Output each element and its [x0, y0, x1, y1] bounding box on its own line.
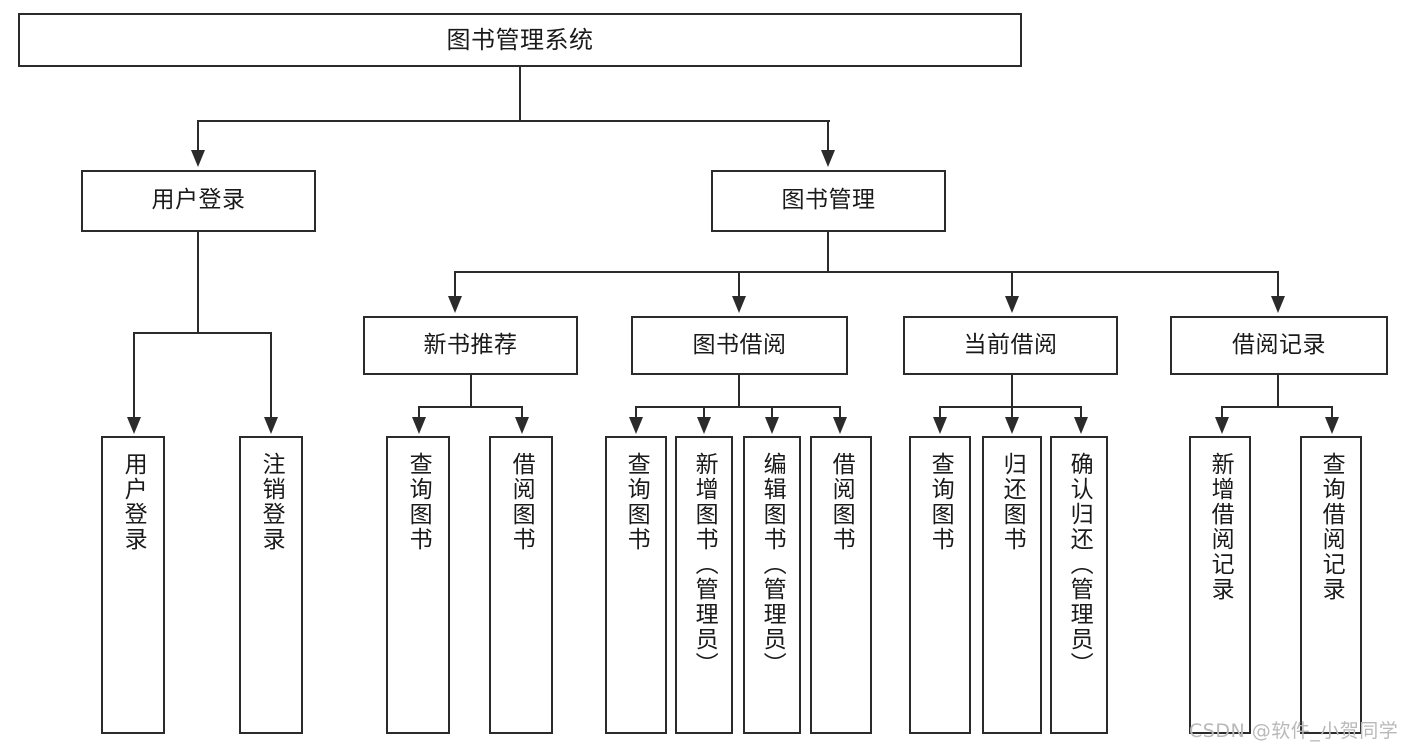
- connector-borrowing-records-stem: [1277, 375, 1279, 407]
- node-label: 查询图书: [405, 452, 432, 552]
- connector-book-management-bus: [455, 271, 1279, 273]
- arrowhead-bm-to-borrow-book: [732, 296, 746, 313]
- arrowhead-br-to-leaf-1: [1215, 417, 1229, 434]
- arrowhead-user-login-to-leaf-2: [264, 417, 278, 434]
- connector-root-stem: [519, 67, 521, 121]
- leaf-user-login[interactable]: 用户登录: [101, 436, 165, 734]
- leaf-edit-book-admin[interactable]: 编辑图书（管理员）: [743, 436, 801, 734]
- connector-bm-to-new-book: [454, 271, 456, 297]
- node-label: 查询图书: [623, 452, 650, 552]
- node-label: 当前借阅: [963, 331, 1058, 358]
- connector-cb-to-leaf-3: [1080, 406, 1082, 418]
- leaf-logout[interactable]: 注销登录: [239, 436, 303, 734]
- node-label: 借阅图书: [828, 452, 855, 552]
- arrowhead-root-to-book-management: [821, 150, 835, 167]
- arrowhead-nb-to-leaf-1: [412, 417, 426, 434]
- arrowhead-bm-to-current-borrow: [1005, 296, 1019, 313]
- node-label: 确认归还（管理员）: [1066, 452, 1093, 677]
- connector-bb-to-leaf-2: [703, 406, 705, 418]
- arrowhead-cb-to-leaf-3: [1074, 417, 1088, 434]
- connector-bb-to-leaf-3: [771, 406, 773, 418]
- leaf-confirm-return-admin[interactable]: 确认归还（管理员）: [1050, 436, 1108, 734]
- node-label: 查询图书: [927, 452, 954, 552]
- node-book-management[interactable]: 图书管理: [711, 170, 946, 232]
- connector-user-login-bus: [134, 332, 272, 334]
- leaf-add-borrowing-record[interactable]: 新增借阅记录: [1189, 436, 1251, 734]
- connector-br-to-leaf-1: [1221, 406, 1223, 418]
- node-label: 新书推荐: [423, 331, 518, 358]
- leaf-borrow-books-new-book[interactable]: 借阅图书: [489, 436, 553, 734]
- leaf-return-books[interactable]: 归还图书: [982, 436, 1042, 734]
- connector-book-borrowing-bus: [636, 406, 841, 408]
- connector-book-borrowing-stem: [738, 375, 740, 407]
- connector-nb-to-leaf-2: [521, 406, 523, 418]
- node-label: 新增借阅记录: [1207, 452, 1234, 602]
- leaf-query-books-borrowing[interactable]: 查询图书: [605, 436, 667, 734]
- connector-br-to-leaf-2: [1331, 406, 1333, 418]
- node-label: 查询借阅记录: [1318, 452, 1345, 602]
- node-borrowing-records[interactable]: 借阅记录: [1170, 316, 1388, 375]
- node-book-borrowing[interactable]: 图书借阅: [631, 316, 848, 375]
- leaf-query-borrowing-record[interactable]: 查询借阅记录: [1300, 436, 1362, 734]
- leaf-borrow-books-borrowing[interactable]: 借阅图书: [810, 436, 872, 734]
- connector-borrowing-records-bus: [1222, 406, 1332, 408]
- node-new-book-recommendation[interactable]: 新书推荐: [363, 316, 578, 375]
- connector-user-login-to-leaf-2: [270, 332, 272, 418]
- arrowhead-bb-to-leaf-3: [765, 417, 779, 434]
- connector-user-login-stem: [197, 232, 199, 333]
- connector-bm-to-current-borrow: [1011, 271, 1013, 297]
- connector-nb-to-leaf-1: [418, 406, 420, 418]
- node-label: 图书借阅: [692, 331, 787, 358]
- node-label: 用户登录: [151, 187, 246, 214]
- connector-new-book-bus: [419, 406, 523, 408]
- connector-cb-to-leaf-2: [1011, 406, 1013, 418]
- connector-root-to-user-login: [197, 120, 199, 152]
- connector-new-book-stem: [470, 375, 472, 407]
- node-label: 图书管理系统: [446, 25, 594, 54]
- connector-bb-to-leaf-4: [839, 406, 841, 418]
- node-root-library-management-system[interactable]: 图书管理系统: [18, 13, 1022, 67]
- leaf-add-book-admin[interactable]: 新增图书（管理员）: [675, 436, 733, 734]
- node-label: 用户登录: [120, 452, 147, 552]
- node-label: 归还图书: [999, 452, 1026, 552]
- node-label: 图书管理: [781, 187, 876, 214]
- arrowhead-nb-to-leaf-2: [515, 417, 529, 434]
- connector-cb-to-leaf-1: [939, 406, 941, 418]
- arrowhead-root-to-user-login: [191, 150, 205, 167]
- node-label: 借阅记录: [1232, 331, 1326, 358]
- arrowhead-cb-to-leaf-1: [933, 417, 947, 434]
- connector-bb-to-leaf-1: [635, 406, 637, 418]
- connector-user-login-to-leaf-1: [133, 332, 135, 418]
- connector-root-to-book-management: [827, 120, 829, 152]
- leaf-query-books-new-book[interactable]: 查询图书: [386, 436, 450, 734]
- arrowhead-user-login-to-leaf-1: [127, 417, 141, 434]
- node-label: 注销登录: [258, 452, 285, 552]
- node-current-borrowing[interactable]: 当前借阅: [903, 316, 1118, 375]
- arrowhead-bb-to-leaf-4: [833, 417, 847, 434]
- connector-book-management-stem: [827, 232, 829, 273]
- connector-bm-to-borrow-record: [1277, 271, 1279, 297]
- arrowhead-bb-to-leaf-2: [697, 417, 711, 434]
- node-label: 编辑图书（管理员）: [759, 452, 786, 677]
- arrowhead-bm-to-borrow-record: [1271, 296, 1285, 313]
- arrowhead-cb-to-leaf-2: [1005, 417, 1019, 434]
- arrowhead-bb-to-leaf-1: [629, 417, 643, 434]
- connector-bm-to-borrow-book: [738, 271, 740, 297]
- node-user-login[interactable]: 用户登录: [81, 170, 316, 232]
- connector-current-borrowing-stem: [1011, 375, 1013, 407]
- node-label: 借阅图书: [508, 452, 535, 552]
- arrowhead-bm-to-new-book: [448, 296, 462, 313]
- connector-root-bus: [198, 120, 830, 122]
- leaf-query-books-current[interactable]: 查询图书: [909, 436, 971, 734]
- arrowhead-br-to-leaf-2: [1325, 417, 1339, 434]
- node-label: 新增图书（管理员）: [691, 452, 718, 677]
